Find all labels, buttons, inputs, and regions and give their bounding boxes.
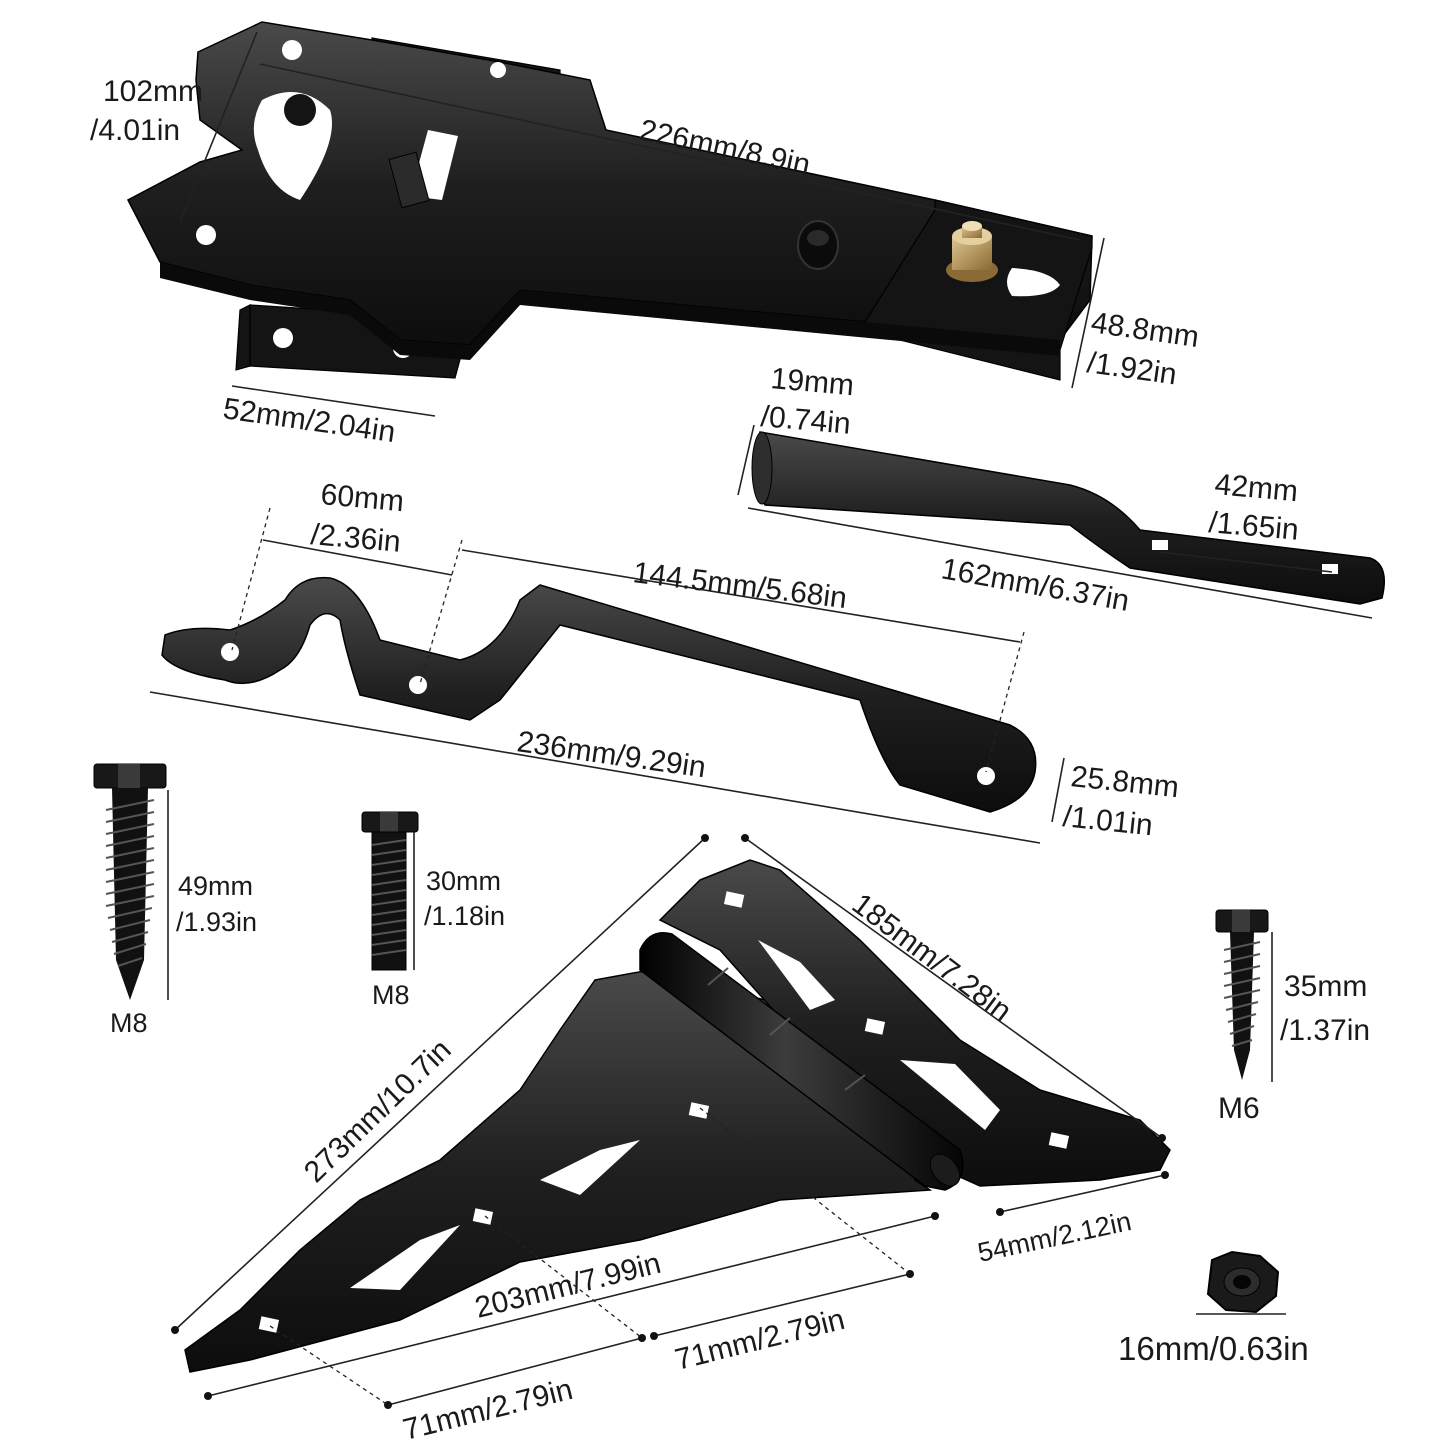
bolt-size-in: /1.18in (424, 901, 505, 931)
latch-height-label-in: /4.01in (90, 114, 180, 147)
latch-keeper-label: 52mm/2.04in (221, 392, 397, 449)
handle-height-label-in: /1.01in (1061, 800, 1154, 842)
handle-spacing-label-in: /2.36in (309, 518, 402, 559)
lag-small-size-in: /1.37in (1280, 1014, 1370, 1047)
bar-diameter-label: 19mm (769, 362, 855, 402)
lag-large-size: 49mm (178, 871, 253, 901)
latch-height-label: 102mm (103, 75, 203, 108)
bolt-m8 (361, 811, 419, 971)
locking-bar (737, 424, 1385, 619)
latch-bottom-edge (160, 262, 1060, 360)
hinge-hole-spacing-2: 71mm/2.79in (672, 1303, 848, 1377)
gate-handle (149, 507, 1065, 844)
bar-hole-label-in: /1.65in (1207, 506, 1300, 547)
bolt-size: 30mm (426, 866, 501, 896)
latch-width-label: 48.8mm (1089, 306, 1201, 354)
lag-small-size: 35mm (1284, 970, 1367, 1003)
bolt-thread: M8 (372, 980, 410, 1010)
handle-height-label: 25.8mm (1069, 760, 1180, 804)
bar-hole-label: 42mm (1213, 468, 1299, 508)
handle-length-label: 236mm/9.29in (515, 725, 708, 784)
bar-length-label: 162mm/6.37in (939, 552, 1132, 618)
hex-nut (1196, 1250, 1286, 1315)
handle-grip-label: 144.5mm/5.68in (631, 556, 849, 615)
latch-lever[interactable] (388, 151, 430, 209)
latch-width-label-in: /1.92in (1085, 346, 1179, 391)
handle-spacing-label: 60mm (319, 478, 405, 518)
latch-keeper-flange (235, 304, 251, 371)
lag-small-thread: M6 (1218, 1092, 1260, 1125)
lag-large-size-in: /1.93in (176, 907, 257, 937)
nut-size: 16mm/0.63in (1118, 1330, 1309, 1367)
latch-brass-post (946, 221, 998, 282)
hinge-long-leaf (184, 969, 933, 1373)
hinge-hole-spacing-1: 71mm/2.79in (400, 1373, 576, 1445)
hinge-barrel[interactable] (639, 932, 964, 1191)
bar-diameter-label-in: /0.74in (759, 400, 852, 441)
lag-screw-m8 (93, 763, 169, 1000)
t-hinge (171, 834, 1171, 1409)
gate-latch (126, 21, 1105, 417)
lag-large-thread: M8 (110, 1008, 148, 1038)
lag-screw-m6 (1215, 909, 1273, 1082)
